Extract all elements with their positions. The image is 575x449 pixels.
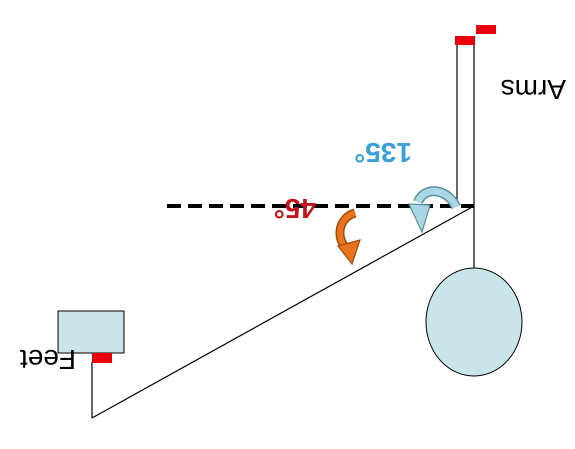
arm-marker-left	[455, 36, 475, 45]
feet-label: Feet	[20, 344, 76, 375]
arms-label: Arms	[501, 74, 566, 105]
angle-135-label: 135°	[354, 137, 412, 168]
feet-box	[57, 310, 125, 354]
feet-marker	[92, 353, 112, 363]
curved-arrow-icon	[335, 208, 361, 266]
head-circle	[425, 267, 523, 377]
arm-marker-right	[476, 25, 496, 34]
curved-arrow-icon	[408, 186, 461, 234]
angle-45-label: 45°	[274, 193, 316, 224]
body-line	[91, 205, 475, 419]
